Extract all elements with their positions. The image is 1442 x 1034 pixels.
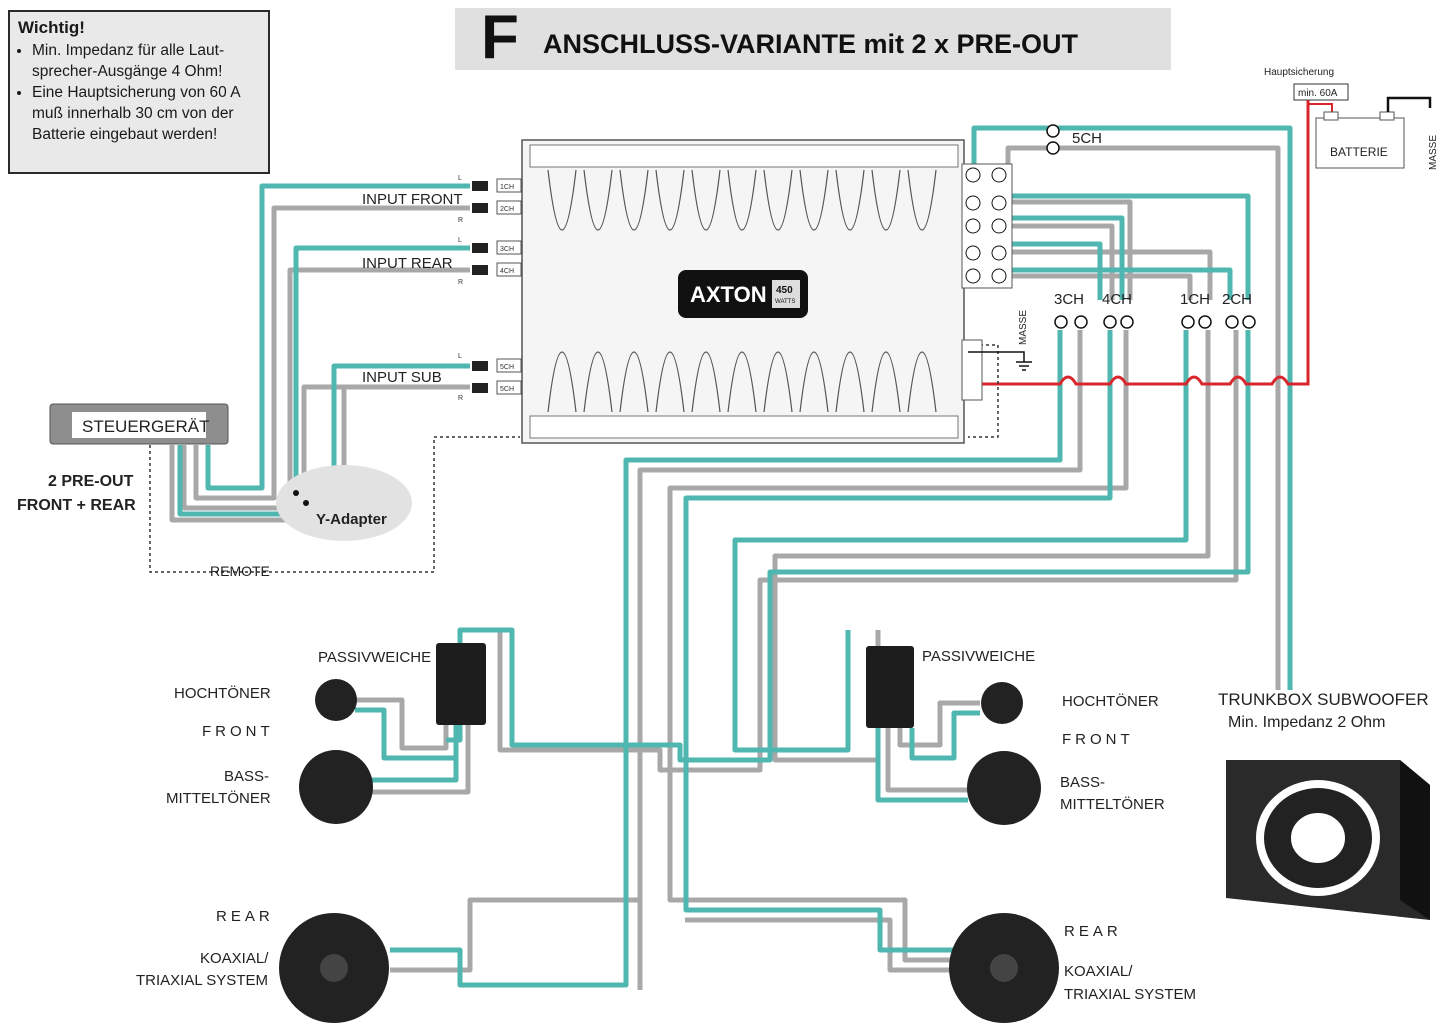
subwoofer-label: TRUNKBOX SUBWOOFER [1218,690,1429,709]
rca-label-2ch: 2CH [500,206,514,213]
rca-label-1ch: 1CH [500,184,514,191]
fuse-box [1293,83,1349,101]
trunkbox-subwoofer [1226,760,1430,920]
gray-wires [169,145,1281,990]
pre-out-label-1: 2 PRE-OUT [48,473,134,490]
teal-wires [177,125,1293,988]
fuse-rating: min. 60A [1298,88,1338,99]
crossover-front-left-label: PASSIVWEICHE [318,649,431,666]
rear-left-system-2: TRIAXIAL SYSTEM [136,972,268,989]
output-1ch-label: 1CH [1180,291,1210,308]
amp-brand: AXTON [690,282,767,307]
output-2ch-label: 2CH [1222,291,1252,308]
woofer-front-right-label-2: MITTELTÖNER [1060,795,1165,813]
battery [1315,117,1405,169]
woofer-front-left [299,750,373,824]
rca-r-sub: R [458,395,463,402]
rca-l-sub: L [458,353,462,360]
input-front-label: INPUT FRONT [362,191,463,208]
input-sub-label: INPUT SUB [362,369,442,386]
rca-label-4ch: 4CH [500,268,514,275]
rca-l-rear: L [458,237,462,244]
battery-label: BATTERIE [1330,145,1388,159]
rca-l-front: L [458,175,462,182]
rear-right-position: REAR [1064,923,1122,940]
woofer-front-right-label-1: BASS- [1060,774,1105,791]
rear-left-system-1: KOAXIAL/ [200,950,269,967]
note-item-fuse: Eine Hauptsicherung von 60 A muß innerha… [32,82,260,145]
rca-label-3ch: 3CH [500,246,514,253]
ground-icon [968,351,1032,371]
tweeter-front-left-label: HOCHTÖNER [174,684,271,702]
output-terminals [1046,124,1256,329]
output-3ch-label: 3CH [1054,291,1084,308]
rca-r-front: R [458,217,463,224]
tweeter-front-right-label: HOCHTÖNER [1062,692,1159,710]
crossover-front-right [866,646,914,728]
input-rear-label: INPUT REAR [362,255,453,272]
amplifier: AXTON 450 WATTS [521,139,1013,444]
output-5ch-label: 5CH [1072,130,1102,147]
fuse-label: Hauptsicherung [1264,67,1334,78]
front-left-position: FRONT [202,723,274,740]
crossover-front-right-label: PASSIVWEICHE [922,648,1035,665]
woofer-front-left-label-2: MITTELTÖNER [166,789,271,807]
note-list: Min. Impedanz für alle Laut-sprecher-Aus… [18,40,260,145]
output-4ch-label: 4CH [1102,291,1132,308]
y-adapter [276,465,412,541]
rca-label-5ch-a: 5CH [500,364,514,371]
amp-terminals [965,167,1007,284]
rear-left-position: REAR [216,908,274,925]
tweeter-front-left [315,679,357,721]
rca-r-rear: R [458,279,463,286]
variant-letter: F [481,3,519,72]
subwoofer-impedance: Min. Impedanz 2 Ohm [1228,714,1385,731]
note-title: Wichtig! [18,18,85,37]
amp-ground-label: MASSE [1018,310,1029,345]
power-wire [968,92,1310,386]
battery-ground-label: MASSE [1428,135,1439,170]
page-title: ANSCHLUSS-VARIANTE mit 2 x PRE-OUT [543,29,1079,59]
amp-watts-unit: WATTS [775,299,795,305]
pre-out-label-2: FRONT + REAR [17,497,136,514]
woofer-front-left-label-1: BASS- [224,768,269,785]
remote-label: REMOTE [210,563,270,579]
crossover-front-left [436,643,486,725]
tweeter-front-right [981,682,1023,724]
note-item-impedance: Min. Impedanz für alle Laut-sprecher-Aus… [32,40,260,82]
y-adapter-label: Y-Adapter [316,511,387,528]
head-unit [49,403,229,445]
rear-right-system-2: TRIAXIAL SYSTEM [1064,986,1196,1003]
front-right-position: FRONT [1062,731,1134,748]
title-bar: F ANSCHLUSS-VARIANTE mit 2 x PRE-OUT [455,3,1171,72]
woofer-front-right [967,751,1041,825]
rca-inputs [472,178,522,395]
battery-ground-wire [1386,96,1432,112]
amp-watts: 450 [776,285,793,296]
important-note: Wichtig! Min. Impedanz für alle Laut-spr… [8,10,270,174]
rca-label-5ch-b: 5CH [500,386,514,393]
remote-wire [149,344,999,573]
head-unit-label: STEUERGERÄT [82,417,210,436]
rear-right-system-1: KOAXIAL/ [1064,963,1133,980]
